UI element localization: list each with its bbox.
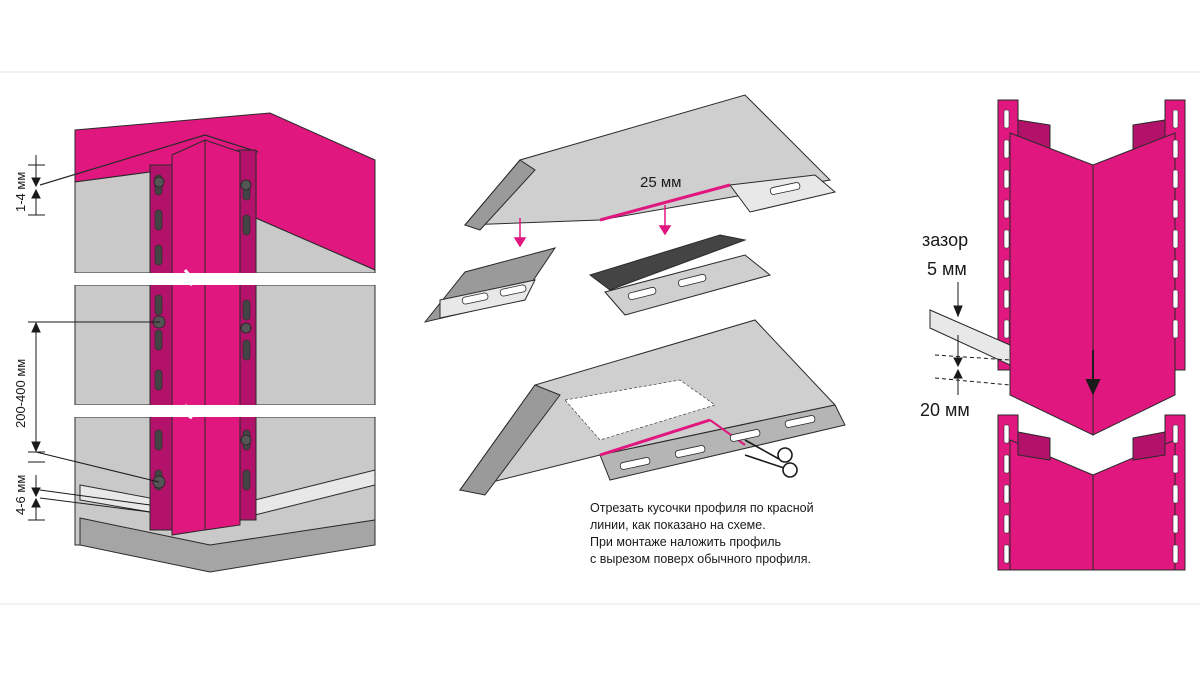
corner-profile-face-left (171, 139, 206, 536)
assembled-profile-hidden-area (564, 379, 716, 441)
assembled-profile-flange (599, 404, 846, 481)
right-corner-joint-illustration (929, 99, 1186, 571)
profile-top-flange (729, 174, 837, 213)
instruction-line-4: с вырезом поверх обычного профиля. (590, 552, 811, 566)
wall-gap-bottom (60, 405, 390, 417)
gap-top-label: 1-4 мм (13, 171, 28, 212)
instruction-line-2: линии, как показано на схеме. (590, 518, 766, 532)
slot-left-1 (461, 292, 489, 305)
corner-profile-face-right (204, 139, 241, 531)
spacing-label: 200-400 мм (13, 358, 28, 428)
instruction-line-1: Отрезать кусочки профиля по красной (590, 501, 814, 515)
slot-assembled-3 (729, 429, 761, 442)
dimension-lines-left (28, 155, 160, 521)
soffit-strip (929, 309, 1011, 366)
assembled-profile-side (459, 384, 561, 496)
lower-slots (1003, 424, 1179, 564)
upper-face-right (1092, 132, 1176, 436)
instructions-text: Отрезать кусочки профиля по красной лини… (590, 500, 814, 568)
arrows-down (513, 205, 672, 248)
foundation (79, 517, 376, 573)
cut-piece-right (588, 234, 747, 291)
slot-top-flange-1 (769, 182, 801, 195)
overlap-value-label: 20 мм (920, 400, 970, 420)
fascia-line (39, 134, 259, 186)
lower-face-left (1009, 439, 1094, 571)
upper-slots (1003, 109, 1179, 339)
gap-value-label: 5 мм (927, 259, 967, 279)
instruction-line-3: При монтаже наложить профиль (590, 535, 782, 549)
cut-line-bottom-end (709, 419, 746, 446)
cut-line-bottom (599, 418, 711, 457)
corner-profile-right-flange (237, 149, 257, 521)
gap-bottom-label: 4-6 мм (13, 474, 28, 515)
profile-top-side (464, 159, 536, 231)
dimension-lines-right (934, 282, 1011, 395)
lower-left-back (1017, 431, 1051, 461)
slot-assembled-2 (674, 445, 706, 458)
cut-width-label: 25 мм (640, 174, 682, 191)
arrow-down-icon (1085, 350, 1101, 396)
cut-line-top (599, 183, 731, 222)
lower-right-back (1132, 431, 1166, 461)
screws (152, 176, 252, 489)
gap-title-label: зазор (922, 230, 969, 250)
slot-right-1 (627, 286, 657, 301)
slot-assembled-4 (784, 415, 816, 428)
upper-face-left (1009, 132, 1094, 436)
slot-right-2 (677, 273, 707, 288)
slot-assembled-1 (619, 457, 651, 470)
scissors-icon (744, 439, 798, 478)
slot-left-2 (499, 284, 527, 297)
middle-profile-cut-illustration (423, 94, 846, 496)
left-corner-wall-illustration (28, 112, 390, 573)
wall-gap-top (60, 273, 390, 285)
